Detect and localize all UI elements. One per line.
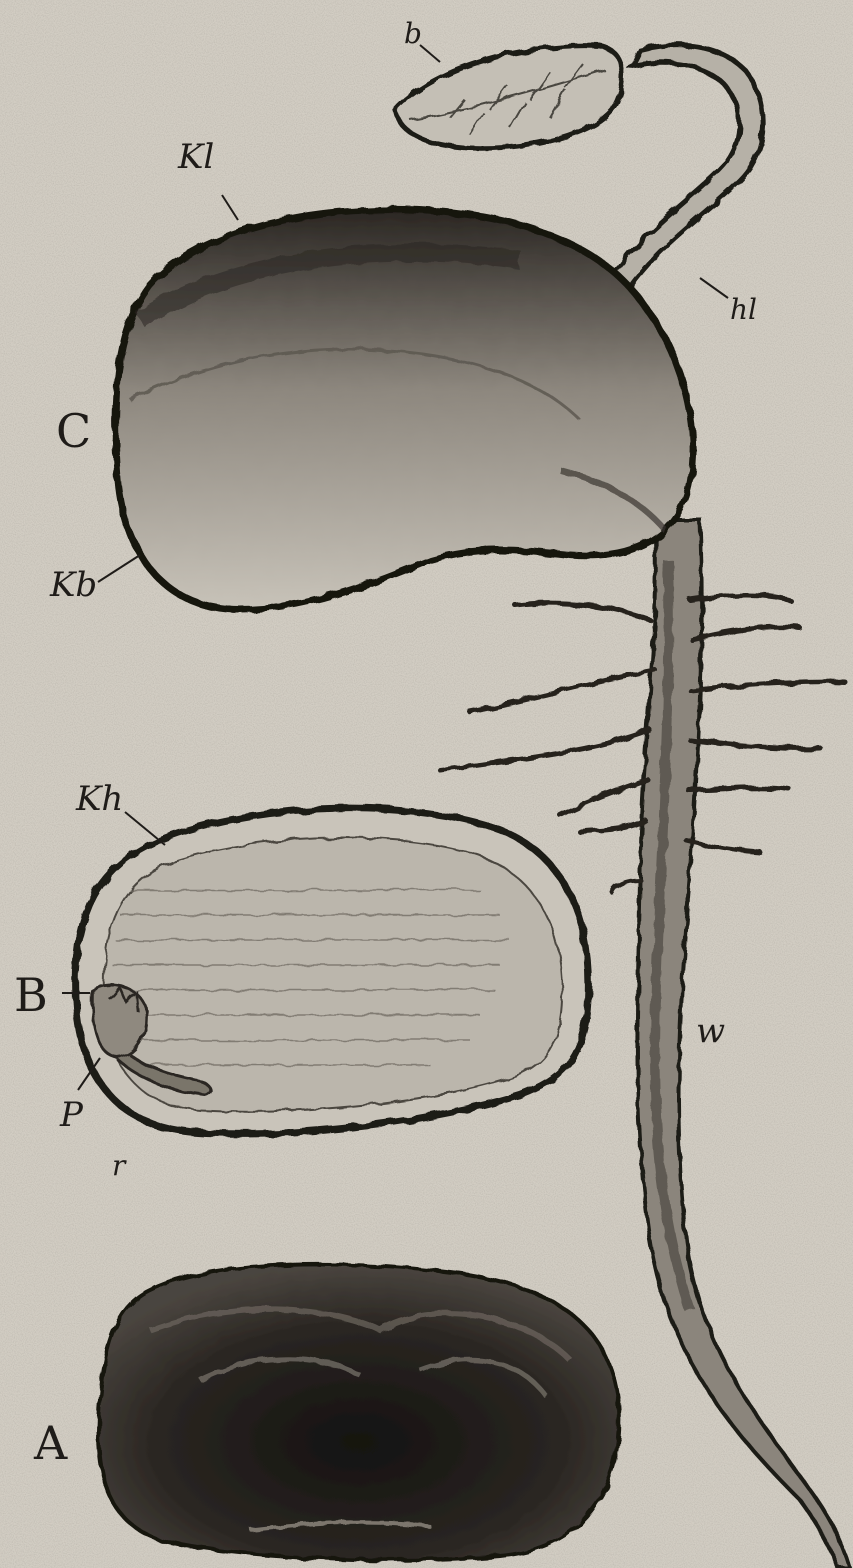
label-figure-c: C <box>56 408 91 454</box>
label-kb-b: Kh <box>76 782 123 816</box>
label-r: r <box>112 1152 125 1180</box>
label-figure-b: B <box>14 972 48 1018</box>
label-figure-a: A <box>34 1420 67 1466</box>
label-kb-c-side: Kb <box>50 568 97 602</box>
label-w: w <box>696 1014 725 1048</box>
label-p: P <box>60 1098 83 1132</box>
label-b: b <box>404 20 422 48</box>
label-kb-c-top: Kl <box>178 140 214 174</box>
label-hypocotyl: hl <box>730 296 757 324</box>
seed-a <box>99 1264 619 1559</box>
seed-b <box>76 809 589 1134</box>
